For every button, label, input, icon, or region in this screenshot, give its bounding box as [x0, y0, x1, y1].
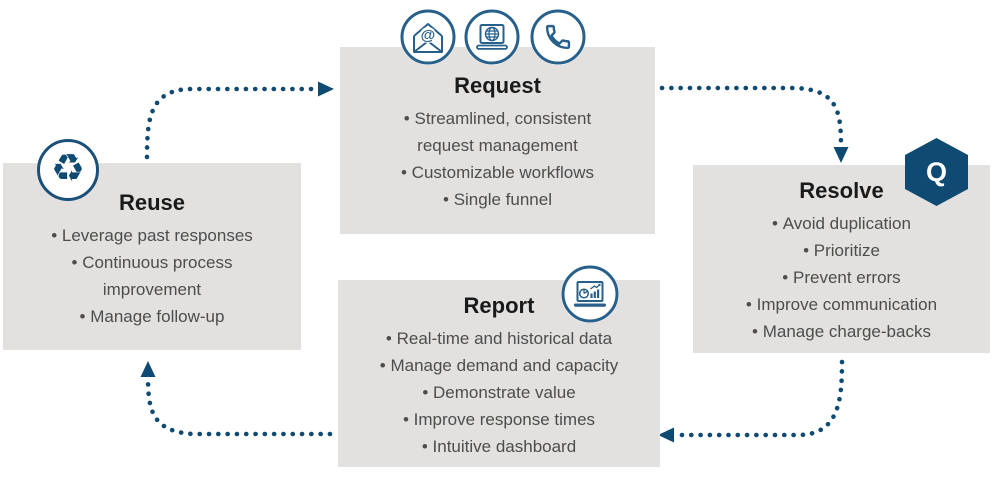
bullet-item: Avoid duplication	[693, 210, 990, 237]
reuse-title: Reuse	[118, 190, 186, 215]
svg-text:@: @	[421, 27, 436, 44]
bullet-item: Customizable workflows	[375, 159, 620, 186]
bullet-item: Manage demand and capacity	[338, 352, 660, 379]
resolve-bullet-list: Avoid duplicationPrioritizePrevent error…	[693, 210, 990, 345]
bullet-item: Improve response times	[338, 406, 660, 433]
email-at-icon: @	[400, 9, 456, 65]
bullet-item: Intuitive dashboard	[338, 433, 660, 460]
reuse-bullet-list: Leverage past responsesContinuous proces…	[35, 222, 270, 330]
recycle-glyph: ♻	[50, 146, 86, 190]
bullet-item: Streamlined, consistent request manageme…	[375, 105, 620, 159]
arrow-resolve-to-report	[671, 359, 845, 438]
arrowhead-up-icon	[140, 361, 156, 377]
report-bullet-list: Real-time and historical dataManage dema…	[338, 325, 660, 460]
laptop-globe-icon	[464, 9, 520, 65]
phone-handset-icon	[530, 9, 586, 65]
recycle-icon: ♻	[37, 139, 99, 201]
request-title: Request	[454, 73, 541, 98]
arrow-reuse-to-request	[144, 86, 321, 160]
bullet-item: Manage charge-backs	[693, 318, 990, 345]
bullet-item: Single funnel	[375, 186, 620, 213]
arrowhead-left-icon	[658, 427, 674, 443]
report-title: Report	[463, 293, 535, 318]
arrow-request-to-resolve	[659, 85, 844, 150]
bullet-item: Prioritize	[693, 237, 990, 264]
bullet-item: Manage follow-up	[35, 303, 270, 330]
request-box: Request Streamlined, consistent request …	[340, 47, 655, 234]
request-bullet-list: Streamlined, consistent request manageme…	[375, 105, 620, 213]
arrow-report-to-reuse	[145, 374, 333, 437]
bullet-item: Demonstrate value	[338, 379, 660, 406]
bullet-item: Prevent errors	[693, 264, 990, 291]
resolve-title: Resolve	[799, 178, 884, 203]
bullet-item: Continuous process improvement	[35, 249, 270, 303]
arrowhead-down-icon	[833, 147, 849, 163]
q-badge-letter: Q	[925, 156, 947, 187]
bullet-item: Leverage past responses	[35, 222, 270, 249]
bullet-item: Improve communication	[693, 291, 990, 318]
dashboard-laptop-icon	[561, 265, 619, 323]
bullet-item: Real-time and historical data	[338, 325, 660, 352]
arrowhead-right-icon	[318, 81, 334, 97]
